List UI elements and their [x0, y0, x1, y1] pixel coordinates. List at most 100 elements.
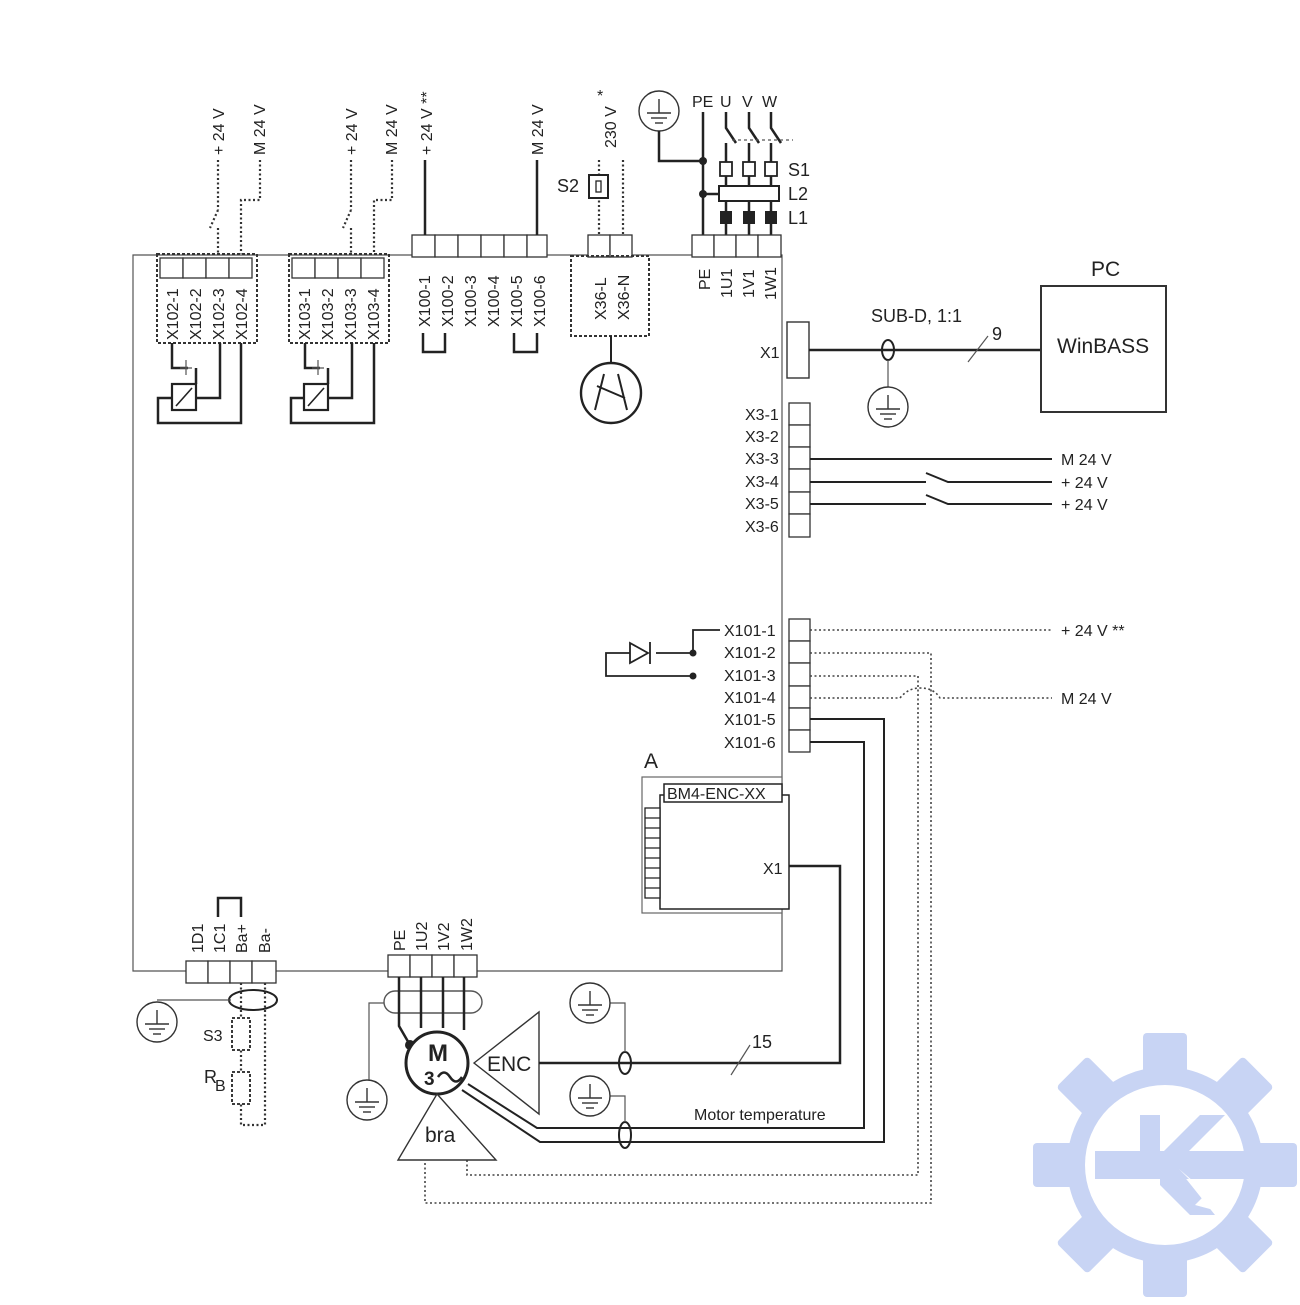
- footnote-star: *: [597, 88, 603, 105]
- l2-label: L2: [788, 184, 808, 204]
- terminal-block-power: PE 1U1 1V1 1W1: [691, 234, 782, 300]
- terminal-block-x3: X3-1 X3-2 X3-3 X3-4 X3-5 X3-6: [745, 402, 811, 538]
- terminal-block-x101: X101-1 X101-2 X101-3 X101-4 X101-5 X101-…: [724, 618, 811, 753]
- terminal-label: X36-N: [616, 275, 633, 320]
- relay-coil-icon: [156, 343, 243, 425]
- terminal-label: 1U1: [719, 269, 736, 298]
- terminal-label: X103-4: [366, 288, 383, 340]
- terminal-label: 1V2: [436, 922, 453, 951]
- terminal-block-x100: X100-1 X100-2 X100-3 X100-4 X100-5 X100-…: [411, 234, 549, 354]
- mains-label: U: [720, 94, 732, 111]
- terminal-label: X3-3: [745, 451, 779, 468]
- terminal-label: X100-1: [417, 275, 434, 327]
- terminal-label: 1W1: [763, 267, 780, 300]
- supply-label: + 24 V: [344, 108, 361, 155]
- terminal-label: X100-4: [486, 275, 503, 327]
- ground-icon: [136, 1001, 178, 1043]
- terminal-label: X101-3: [724, 668, 776, 685]
- terminal-label: 1C1: [212, 924, 229, 953]
- terminal-label: 1W2: [459, 918, 476, 951]
- brake-label: bra: [425, 1124, 456, 1147]
- terminal-block-x36: X36-L X36-N: [570, 234, 650, 337]
- terminal-block-x102: X102-1 X102-2 X102-3 X102-4: [156, 253, 258, 344]
- terminal-label: X3-1: [745, 407, 779, 424]
- x3-signal-label: M 24 V: [1061, 452, 1112, 469]
- temp-label: Motor temperature: [694, 1107, 826, 1124]
- terminal-label: X102-2: [188, 288, 205, 340]
- motor-m: M: [428, 1040, 448, 1067]
- mains-label: W: [762, 94, 778, 111]
- supply-label: 230 V: [603, 106, 620, 148]
- module-connector: [644, 807, 661, 899]
- rb-subscript: B: [215, 1078, 226, 1095]
- terminal-label: X103-2: [320, 288, 337, 340]
- supply-label: + 24 V: [211, 108, 228, 155]
- terminal-label: X102-3: [211, 288, 228, 340]
- terminal-label: PE: [392, 930, 409, 951]
- ground-icon: [867, 386, 909, 428]
- terminal-label: 1U2: [414, 922, 431, 951]
- terminal-label: Ba+: [234, 924, 251, 953]
- s2-label: S2: [557, 176, 579, 196]
- l2-filter: [718, 185, 780, 202]
- terminal-label: X100-3: [463, 275, 480, 327]
- rb-label: R: [204, 1067, 217, 1087]
- terminal-label: X100-6: [532, 275, 549, 327]
- ground-icon: [638, 90, 680, 132]
- s2-switch: [588, 174, 609, 199]
- l1-label: L1: [788, 208, 808, 228]
- terminal-label: X100-5: [509, 275, 526, 327]
- terminal-label: X103-1: [297, 288, 314, 340]
- cable-label: SUB-D, 1:1: [871, 306, 962, 326]
- pc-software: WinBASS: [1057, 335, 1149, 358]
- s3-label: S3: [203, 1028, 223, 1045]
- terminal-label: X3-6: [745, 519, 779, 536]
- terminal-label: 1V1: [741, 269, 758, 298]
- s1-fuses: [719, 161, 778, 177]
- gear-logo-icon: [1033, 1033, 1297, 1297]
- x3-signal-label: + 24 V: [1061, 475, 1108, 492]
- terminal-label: PE: [697, 269, 714, 290]
- terminal-label: X103-3: [343, 288, 360, 340]
- terminal-label: X101-1: [724, 623, 776, 640]
- relay-coil-icon: [289, 343, 376, 425]
- terminal-block-x103: X103-1 X103-2 X103-3 X103-4: [288, 253, 390, 344]
- motor-phase: 3: [424, 1069, 435, 1090]
- controller-outline: [132, 254, 783, 972]
- terminal-label: X3-2: [745, 429, 779, 446]
- supply-label: + 24 V **: [419, 91, 436, 155]
- terminal-label: X101-5: [724, 712, 776, 729]
- x101-signal-label: M 24 V: [1061, 691, 1112, 708]
- mains-label: V: [742, 94, 753, 111]
- terminal-label: X100-2: [440, 275, 457, 327]
- fan-icon: [579, 336, 643, 425]
- terminal-label: X101-4: [724, 690, 776, 707]
- cable-number: 15: [752, 1032, 772, 1052]
- s1-label: S1: [788, 160, 810, 180]
- mains-label: PE: [692, 94, 713, 111]
- terminal-label: X3-5: [745, 496, 779, 513]
- module-port: X1: [763, 861, 783, 878]
- pc-title: PC: [1091, 258, 1120, 281]
- terminal-block-motor: PE 1U2 1V2 1W2: [387, 918, 478, 978]
- terminal-label: X102-4: [234, 288, 251, 340]
- brake-icon: [396, 1092, 498, 1161]
- terminal-block-brake: 1D1 1C1 Ba+ Ba-: [185, 924, 277, 984]
- ground-icon: [569, 982, 611, 1024]
- diode-icon: [605, 629, 720, 680]
- module-name: BM4-ENC-XX: [667, 786, 766, 803]
- x1-connector: [786, 321, 810, 379]
- supply-label: M 24 V: [530, 104, 547, 155]
- ground-icon: [569, 1075, 611, 1117]
- x3-signal-label: + 24 V: [1061, 497, 1108, 514]
- ground-icon: [346, 1079, 388, 1121]
- encoder-label: ENC: [487, 1053, 531, 1076]
- supply-label: M 24 V: [384, 104, 401, 155]
- terminal-label: X36-L: [593, 277, 610, 320]
- pc-box: [1040, 285, 1167, 413]
- x101-signal-label: + 24 V **: [1061, 623, 1125, 640]
- terminal-label: X102-1: [165, 288, 182, 340]
- terminal-label: 1D1: [190, 924, 207, 953]
- motor-icon: M 3: [404, 1030, 470, 1096]
